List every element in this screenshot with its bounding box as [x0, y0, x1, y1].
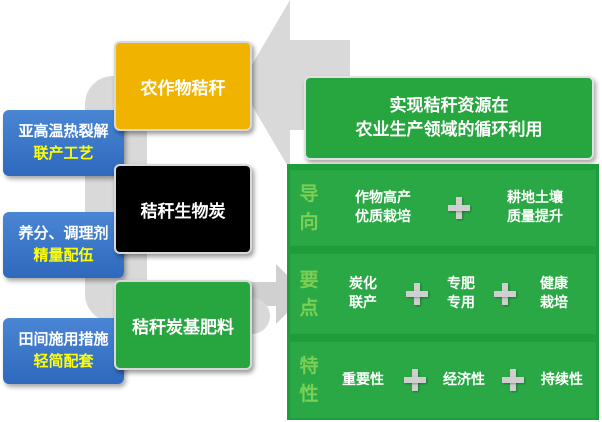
goal-line2: 农业生产领域的循环利用: [355, 120, 543, 140]
plus-icon: [448, 197, 470, 219]
biochar-box: 秸秆生物炭: [114, 164, 252, 254]
biochar-label: 秸秆生物炭: [140, 201, 226, 222]
biochar-fertilizer-label: 秸秆炭基肥料: [132, 317, 234, 338]
process-title: 田间施用措施: [18, 330, 109, 348]
biochar-fertilizer-box: 秸秆炭基肥料: [114, 280, 252, 370]
plus-icon: [494, 283, 516, 305]
row-item: 持续性: [541, 371, 583, 388]
process-subtitle: 联产工艺: [33, 144, 94, 162]
process-subtitle: 轻简配套: [33, 352, 94, 370]
straw-box: 农作物秸秆: [114, 41, 252, 131]
process-title: 养分、调理剂: [18, 224, 109, 242]
straw-label: 农作物秸秆: [140, 78, 226, 99]
process-box-field: 田间施用措施 轻简配套: [3, 318, 124, 384]
row-side-label: 要点: [299, 269, 319, 319]
plus-icon: [502, 369, 524, 391]
goal-box: 实现秸秆资源在 农业生产领域的循环利用: [304, 76, 594, 160]
row-item: 经济性: [443, 371, 485, 388]
row-side-label: 特性: [299, 355, 319, 405]
row-item: 炭化 联产: [349, 276, 377, 311]
row-item: 专肥 专用: [447, 276, 475, 311]
row-orientation: 导向 作物高产 优质栽培 耕地土壤 质量提升: [290, 170, 596, 246]
process-subtitle: 精量配伍: [33, 246, 94, 264]
goal-line1: 实现秸秆资源在: [389, 96, 509, 116]
row-side-label: 导向: [299, 183, 319, 233]
process-title: 亚高温热裂解: [18, 122, 109, 140]
row-characteristics: 特性 重要性 经济性 持续性: [290, 342, 596, 418]
row-item: 健康 栽培: [540, 276, 568, 311]
plus-icon: [404, 369, 426, 391]
row-item: 重要性: [342, 371, 384, 388]
process-box-nutrient: 养分、调理剂 精量配伍: [3, 212, 124, 278]
row-key-points: 要点 炭化 联产 专肥 专用 健康 栽培: [290, 254, 596, 334]
process-box-pyrolysis: 亚高温热裂解 联产工艺: [3, 110, 124, 176]
row-item: 耕地土壤 质量提升: [507, 190, 563, 225]
row-item: 作物高产 优质栽培: [355, 190, 411, 225]
plus-icon: [406, 283, 428, 305]
